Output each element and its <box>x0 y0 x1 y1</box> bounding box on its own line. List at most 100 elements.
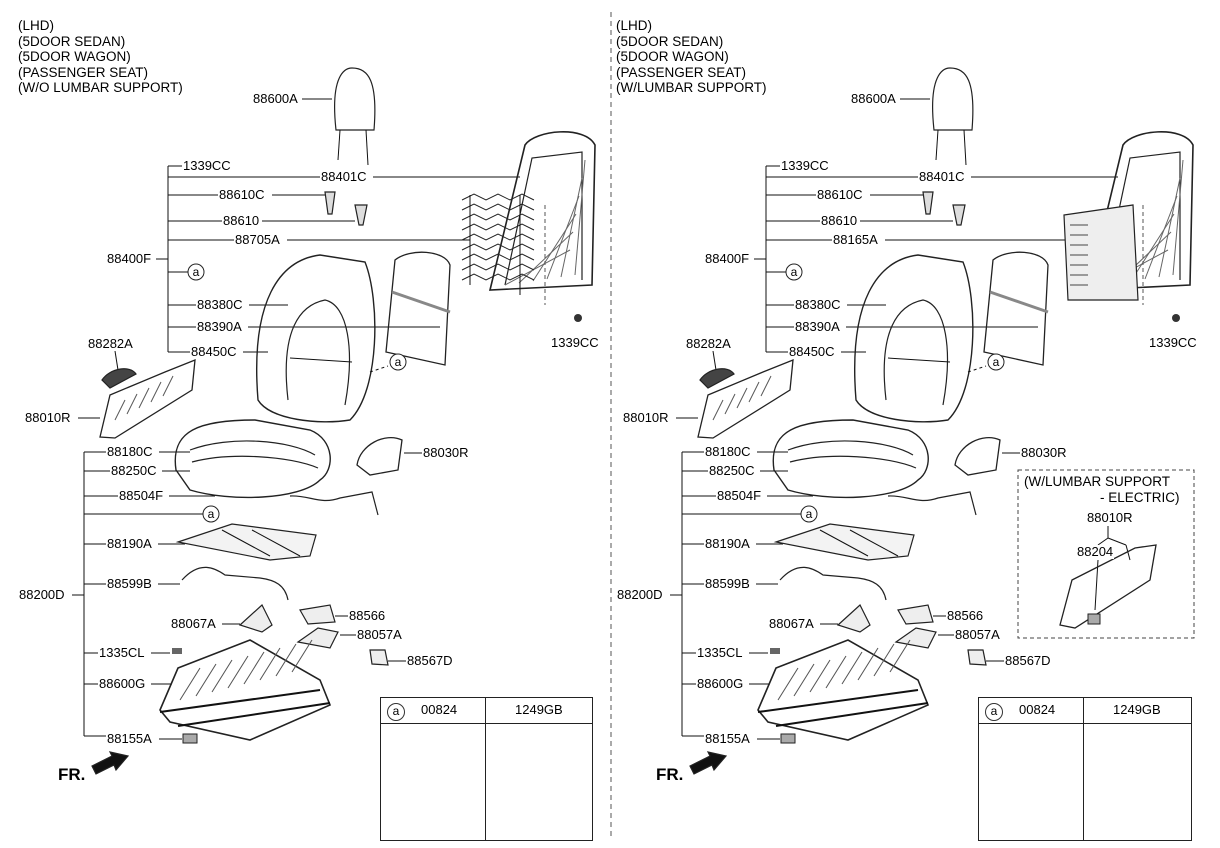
shield-drawing <box>697 358 794 439</box>
label-cush-board: 88190A <box>704 536 751 551</box>
lumbar-wire <box>461 203 535 211</box>
lumbar-wire <box>461 213 535 221</box>
header-line: (5DOOR SEDAN) <box>18 33 126 49</box>
shield-rib <box>138 387 150 409</box>
label-clip: 1335CL <box>98 645 146 660</box>
inset-subtitle: - ELECTRIC) <box>1100 490 1180 505</box>
frame-rib <box>560 177 583 278</box>
shield-rib <box>736 387 748 409</box>
table-header-rule <box>381 723 592 724</box>
side-cover-drawing <box>954 436 1001 476</box>
bracket1-drawing <box>238 604 273 633</box>
ref-a-cushion: a <box>208 507 215 521</box>
wire-drawing <box>181 566 289 601</box>
label-bracket1: 88067A <box>170 616 217 631</box>
header-line: (5DOOR SEDAN) <box>616 33 724 49</box>
shield-rib <box>748 381 760 403</box>
cush-board-drawing <box>773 523 915 561</box>
back-cushion-seam <box>883 299 948 406</box>
shield-drawing <box>99 358 196 439</box>
back-cushion-drawing <box>256 254 376 423</box>
header-line: (PASSENGER SEAT) <box>18 64 149 80</box>
label-back-pad: 88390A <box>196 319 243 334</box>
lumbar-wire <box>461 233 535 241</box>
label-cap: 88155A <box>106 731 153 746</box>
lumbar-wire <box>461 193 535 201</box>
label-back-frame: 88401C <box>918 169 966 184</box>
board-line <box>251 529 301 557</box>
bracket3-drawing <box>894 627 937 649</box>
leader-line <box>1097 537 1109 546</box>
lumbar-wire <box>461 273 535 281</box>
label-back-cover: 88380C <box>196 297 244 312</box>
track-rib <box>243 651 265 685</box>
label-back-assy: 88400F <box>704 251 751 266</box>
label-cush-board: 88190A <box>106 536 153 551</box>
back-pad-drawing <box>385 251 451 366</box>
pad-strap <box>989 290 1049 314</box>
label-clip: 1335CL <box>696 645 744 660</box>
leader-line <box>114 350 119 371</box>
lumbar-motor-icon <box>1087 613 1101 625</box>
bracket1-drawing <box>836 604 871 633</box>
bracket4-drawing <box>369 649 389 666</box>
shield-rib <box>150 381 162 403</box>
guide-drawing <box>354 204 368 226</box>
cushion-seam <box>789 455 917 469</box>
ref-a-pad: a <box>395 355 402 369</box>
cap-icon <box>182 733 198 744</box>
lumbar-wire <box>461 243 535 251</box>
back-cushion-seam <box>289 357 353 363</box>
cushion-seam <box>189 440 316 456</box>
track-rib <box>825 655 847 689</box>
label-back-pad: 88390A <box>794 319 841 334</box>
back-frame-drawing <box>488 131 596 291</box>
frame-rib <box>1158 177 1181 278</box>
panel-header: (LHD)(5DOOR SEDAN)(5DOOR WAGON)(PASSENGE… <box>616 18 767 96</box>
label-bolt-top: 1339CC <box>780 158 830 173</box>
headrest-stay <box>337 129 341 161</box>
board-line <box>849 529 899 557</box>
shield-rib <box>712 399 724 421</box>
headrest-drawing <box>932 67 974 131</box>
harness-drawing <box>289 491 379 516</box>
track-rib <box>793 663 815 697</box>
frame-rib <box>532 213 577 282</box>
headrest-stay <box>935 129 939 161</box>
label-side-cover: 88030R <box>1020 445 1068 460</box>
frame-rib <box>1172 159 1184 276</box>
bracket3-drawing <box>296 627 339 649</box>
cush-board-drawing <box>175 523 317 561</box>
label-shield: 88010R <box>24 410 72 425</box>
board-line <box>221 529 271 557</box>
harness-drawing <box>887 491 977 516</box>
label-harness: 88504F <box>118 488 165 503</box>
label-track: 88600G <box>696 676 745 691</box>
part-1249gb-label: 1249GB <box>1113 702 1161 717</box>
ref-a-back: a <box>791 265 798 279</box>
cushion-seam <box>787 440 914 456</box>
headrest-drawing <box>334 67 376 131</box>
label-headrest: 88600A <box>252 91 299 106</box>
track-rail <box>177 702 331 727</box>
back-pad-drawing <box>983 251 1049 366</box>
frame-rib <box>546 195 580 280</box>
track-rib <box>873 643 895 677</box>
bracket4-drawing <box>967 649 987 666</box>
label-headrest: 88600A <box>850 91 897 106</box>
label-bolt-top: 1339CC <box>182 158 232 173</box>
label-bracket3: 88057A <box>954 627 1001 642</box>
shield-rib <box>724 393 736 415</box>
bolt-icon <box>1172 314 1180 322</box>
pad-strap <box>391 290 451 314</box>
seat-cushion-drawing <box>772 419 929 499</box>
lumbar-module-drawing <box>1063 204 1139 301</box>
leader-line <box>712 350 717 371</box>
label-bolt-right: 1339CC <box>1148 335 1198 350</box>
knob-drawing <box>101 368 137 389</box>
label-wire: 88599B <box>704 576 751 591</box>
track-rib <box>857 647 879 681</box>
header-line: (PASSENGER SEAT) <box>616 64 747 80</box>
